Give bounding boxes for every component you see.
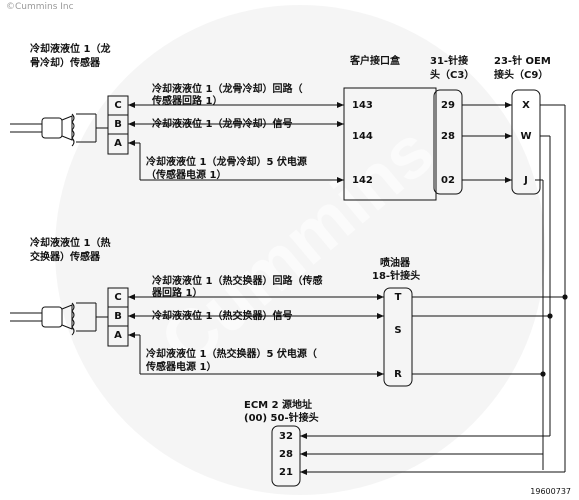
c3-pin-02: 02 xyxy=(441,175,455,186)
ecm2-title-2: (00) 50-针接头 xyxy=(244,413,319,424)
ecm2-graphic xyxy=(271,425,301,487)
injector-title-1: 喷油器 xyxy=(380,258,410,269)
sensor-keel-pin-c: C xyxy=(114,100,122,111)
customer-box-title: 客户接口盒 xyxy=(350,56,400,67)
copyright-text: ©Cummins Inc xyxy=(6,2,74,12)
sensor-hx-title-2: 交换器）传感器 xyxy=(30,252,100,263)
sensor-hx-pin-b: B xyxy=(114,311,122,322)
wires-hx xyxy=(128,296,566,473)
wire-label-hx-supply-1: 冷却液液位 1（热交换器）5 伏电源（ xyxy=(146,349,317,360)
wire-label-keel-supply-1: 冷却液液位 1（龙骨冷却）5 伏电源 xyxy=(146,157,307,168)
ecm2-pin-21: 21 xyxy=(279,467,293,478)
wire-label-keel-signal: 冷却液液位 1（龙骨冷却）信号 xyxy=(152,119,293,130)
sensor-hx-title-1: 冷却液液位 1（热 xyxy=(30,238,111,249)
wire-label-keel-return-1: 冷却液液位 1（龙骨冷却）回路（ xyxy=(152,84,303,95)
injector-pin-t: T xyxy=(394,292,402,303)
sensor-keel-title-1: 冷却液液位 1（龙 xyxy=(30,44,111,55)
ecm2-pin-28: 28 xyxy=(279,449,293,460)
c3-pin-29: 29 xyxy=(441,100,455,111)
c9-title-1: 23-针 OEM xyxy=(494,56,551,67)
c3-graphic xyxy=(433,89,463,195)
wire-label-keel-return-2: 传感器回路 1） xyxy=(152,96,223,107)
c3-title-2: 头（C3） xyxy=(430,70,475,81)
wire-label-hx-return-1: 冷却液液位 1（热交换器）回路（传感 xyxy=(152,276,323,287)
arrows-hx xyxy=(128,294,384,475)
c9-pin-w: W xyxy=(520,131,532,142)
customer-box-graphic xyxy=(343,87,437,201)
injector-title-2: 18-针接头 xyxy=(372,271,421,282)
wire-label-keel-supply-2: （传感器电源 1） xyxy=(146,170,227,181)
sensor-hx-pin-a: A xyxy=(114,330,122,341)
wire-label-hx-return-2: 器回路 1） xyxy=(152,288,203,299)
ecm2-pin-32: 32 xyxy=(279,431,293,442)
injector-pin-s: S xyxy=(394,325,402,336)
wire-label-hx-supply-2: 传感器电源 1） xyxy=(146,362,217,373)
customer-box-pin-142: 142 xyxy=(352,175,373,186)
c9-pin-j: J xyxy=(524,175,528,186)
injector-pin-r: R xyxy=(394,369,402,380)
injector-graphic xyxy=(383,287,413,387)
customer-box-pin-143: 143 xyxy=(352,100,373,111)
c3-pin-28: 28 xyxy=(441,131,455,142)
sensor-keel-graphic xyxy=(10,95,129,155)
c9-pin-x: X xyxy=(522,100,530,111)
c9-title-2: 接头（C9） xyxy=(494,70,549,81)
sensor-keel-pin-a: A xyxy=(114,138,122,149)
figure-number: 19600737 xyxy=(530,487,571,496)
watermark-graphic xyxy=(55,5,545,495)
ecm2-title-1: ECM 2 源地址 xyxy=(244,400,313,411)
splice-dots xyxy=(540,294,568,377)
sensor-hx-pin-c: C xyxy=(114,292,122,303)
customer-box-pin-144: 144 xyxy=(352,131,373,142)
arrows-keel xyxy=(128,102,512,183)
wire-label-hx-signal: 冷却液液位 1（热交换器）信号 xyxy=(152,311,293,322)
sensor-keel-title-2: 骨冷却）传感器 xyxy=(30,58,100,69)
sensor-hx-graphic xyxy=(10,287,129,347)
c3-title-1: 31-针接 xyxy=(430,56,469,67)
c9-graphic xyxy=(511,89,541,195)
sensor-keel-pin-b: B xyxy=(114,119,122,130)
